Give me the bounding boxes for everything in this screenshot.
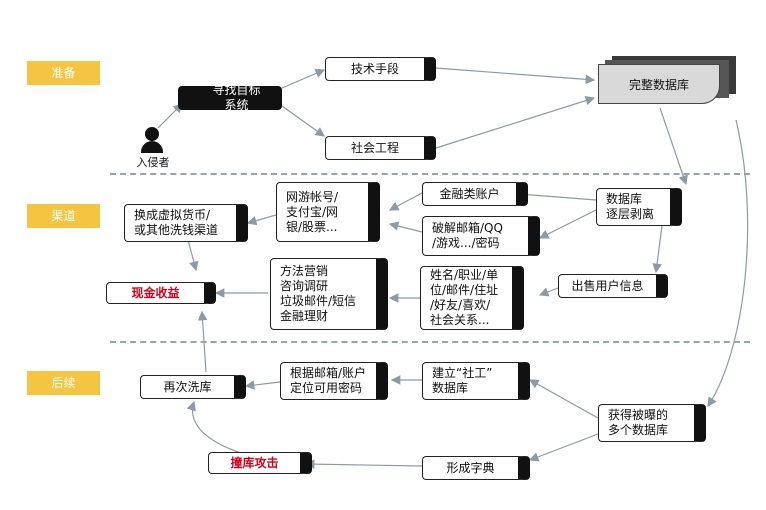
node-personal-info: 姓名/职业/单 位/邮件/住址 /好友/喜欢/ 社会关系... (420, 266, 524, 330)
node-rewash: 再次洗库 (140, 375, 246, 399)
arrow-dictionary-to-stuffing (304, 459, 423, 469)
node-crack-email-label: 破解邮箱/QQ /游戏.../密码 (432, 221, 503, 250)
node-credential-stuffing-label: 撞库攻击 (230, 455, 279, 470)
arrow-find-to-tech (281, 68, 326, 89)
node-db-layer-label: 数据库 逐层剥离 (606, 192, 655, 221)
node-sell-info: 出售用户信息 (558, 274, 668, 298)
divider-bottom (110, 341, 750, 343)
node-dictionary-label: 形成字典 (446, 460, 495, 475)
arrow-db-to-layer (659, 107, 688, 186)
arrow-leaked-to-social-db (528, 379, 599, 419)
database-stack: 完整数据库 (598, 56, 736, 109)
node-db-layer: 数据库 逐层剥离 (596, 188, 682, 226)
node-cash: 现金收益 (106, 282, 216, 304)
arrow-game-to-exchange (246, 214, 277, 226)
arrow-leaked-to-dictionary (528, 433, 599, 462)
node-exchange: 换成虚拟货币/ 或其他洗钱渠道 (124, 204, 248, 242)
arrow-crack-to-game (388, 221, 423, 233)
node-dictionary: 形成字典 (422, 456, 530, 480)
node-marketing-label: 方法营销 咨询调研 垃圾邮件/短信 金融理财 (280, 264, 357, 323)
intruder-body (141, 141, 163, 153)
node-leaked-dbs: 获得被曝的 多个数据库 (598, 404, 706, 442)
arrow-find-to-social (281, 105, 325, 137)
stage-tag-followup: 后续 (27, 371, 100, 395)
stage-tag-prepare: 准备 (27, 61, 100, 85)
node-marketing: 方法营销 咨询调研 垃圾邮件/短信 金融理财 (270, 258, 388, 330)
node-locate-password-label: 根据邮箱/账户 定位可用密码 (290, 366, 367, 395)
divider-top (110, 173, 750, 175)
arrow-locate-to-rewash (244, 380, 281, 390)
intruder-head (145, 127, 159, 141)
node-locate-password: 根据邮箱/账户 定位可用密码 (280, 362, 388, 400)
arrow-db-to-leaked (707, 119, 749, 408)
database-label: 完整数据库 (628, 77, 689, 92)
node-tech-label: 技术手段 (350, 61, 399, 76)
node-social-engineering: 社会工程 (325, 136, 436, 160)
stage-tag-channel: 渠道 (27, 204, 100, 228)
arrow-layer-to-sell (652, 225, 663, 274)
node-crack-email: 破解邮箱/QQ /游戏.../密码 (422, 216, 540, 256)
node-exchange-label: 换成虚拟货币/ 或其他洗钱渠道 (134, 208, 219, 237)
node-social-engineering-label: 社会工程 (350, 140, 399, 155)
arrow-exchange-to-cash (187, 239, 199, 272)
arrow-finance-to-game (388, 192, 423, 211)
intruder-figure: 入侵者 (130, 124, 176, 169)
node-leaked-dbs-label: 获得被曝的 多个数据库 (608, 408, 669, 437)
node-personal-info-label: 姓名/职业/单 位/邮件/住址 /好友/喜欢/ 社会关系... (430, 268, 499, 327)
node-find-target: 寻找目标系统 (178, 83, 282, 112)
node-game-account-label: 网游帐号/ 支付宝/网 银/股票... (286, 189, 339, 234)
node-social-db: 建立“社工” 数据库 (422, 362, 530, 400)
node-sell-info-label: 出售用户信息 (571, 278, 644, 293)
node-finance-account: 金融类账户 (422, 182, 528, 206)
node-finance-account-label: 金融类账户 (439, 186, 500, 201)
node-rewash-label: 再次洗库 (163, 379, 212, 394)
arrow-tech-to-db (435, 67, 596, 85)
node-game-account: 网游帐号/ 支付宝/网 银/股票... (276, 182, 380, 242)
node-tech: 技术手段 (325, 57, 436, 81)
arrow-layer-to-crack (538, 209, 597, 239)
node-social-db-label: 建立“社工” 数据库 (432, 366, 493, 395)
node-credential-stuffing: 撞库攻击 (208, 452, 312, 474)
intruder-label: 入侵者 (136, 156, 170, 169)
database-front: 完整数据库 (598, 64, 720, 104)
arrow-social-to-db (435, 95, 596, 149)
node-cash-label: 现金收益 (131, 285, 180, 300)
arrow-sell-to-personal (538, 287, 559, 297)
node-find-target-label: 寻找目标系统 (212, 83, 261, 112)
arrow-stuffing-to-rewash (186, 400, 245, 455)
